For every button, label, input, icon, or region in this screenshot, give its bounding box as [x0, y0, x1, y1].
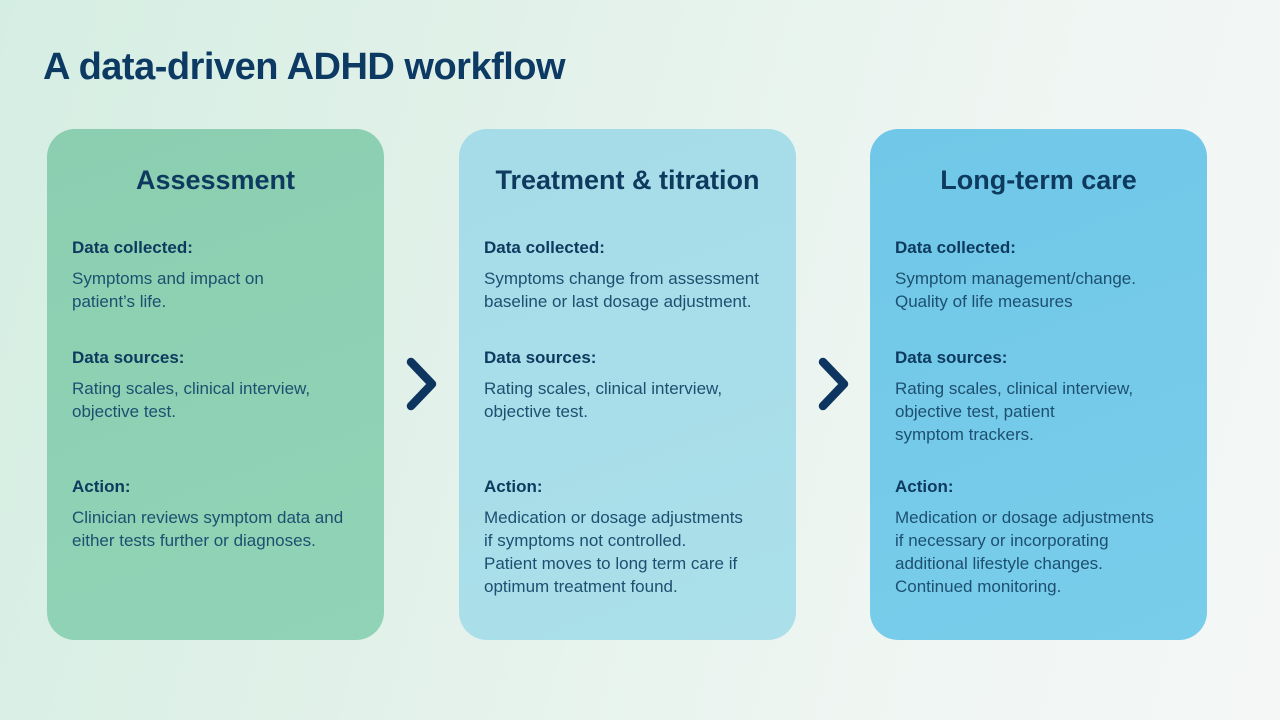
- section-text: Clinician reviews symptom data and eithe…: [72, 508, 344, 550]
- card-long-term-care: Long-term care Data collected: Symptom m…: [870, 129, 1207, 640]
- section-text: Rating scales, clinical interview, objec…: [72, 379, 311, 421]
- section-text: Symptoms and impact on patient’s life.: [72, 269, 264, 311]
- section-data-sources: Data sources: Rating scales, clinical in…: [72, 346, 368, 423]
- section-label: Action:: [895, 477, 954, 496]
- section-text: Medication or dosage adjustments if nece…: [895, 508, 1154, 596]
- chevron-right-icon: [818, 357, 849, 411]
- section-text: Rating scales, clinical interview, objec…: [895, 379, 1134, 444]
- card-assessment: Assessment Data collected: Symptoms and …: [47, 129, 384, 640]
- section-label: Data collected:: [895, 238, 1016, 257]
- section-label: Data collected:: [484, 238, 605, 257]
- section-label: Data sources:: [895, 348, 1008, 367]
- section-action: Action: Medication or dosage adjustments…: [895, 475, 1191, 598]
- chevron-right-icon: [406, 357, 437, 411]
- section-data-sources: Data sources: Rating scales, clinical in…: [895, 346, 1191, 446]
- card-treatment-titration: Treatment & titration Data collected: Sy…: [459, 129, 796, 640]
- section-text: Symptom management/change. Quality of li…: [895, 269, 1136, 311]
- section-action: Action: Medication or dosage adjustments…: [484, 475, 780, 598]
- section-data-sources: Data sources: Rating scales, clinical in…: [484, 346, 780, 423]
- card-treatment-title: Treatment & titration: [495, 165, 760, 195]
- section-label: Action:: [484, 477, 543, 496]
- section-label: Data sources:: [72, 348, 185, 367]
- section-data-collected: Data collected: Symptoms change from ass…: [484, 236, 780, 313]
- section-label: Action:: [72, 477, 131, 496]
- section-text: Medication or dosage adjustments if symp…: [484, 508, 743, 596]
- card-longterm-title: Long-term care: [940, 165, 1137, 195]
- section-label: Data sources:: [484, 348, 597, 367]
- section-label: Data collected:: [72, 238, 193, 257]
- section-text: Rating scales, clinical interview, objec…: [484, 379, 723, 421]
- page-title: A data-driven ADHD workflow: [43, 46, 566, 88]
- card-assessment-title: Assessment: [135, 165, 296, 195]
- section-action: Action: Clinician reviews symptom data a…: [72, 475, 368, 552]
- section-data-collected: Data collected: Symptom management/chang…: [895, 236, 1191, 313]
- section-data-collected: Data collected: Symptoms and impact on p…: [72, 236, 368, 313]
- section-text: Symptoms change from assessment baseline…: [484, 269, 759, 311]
